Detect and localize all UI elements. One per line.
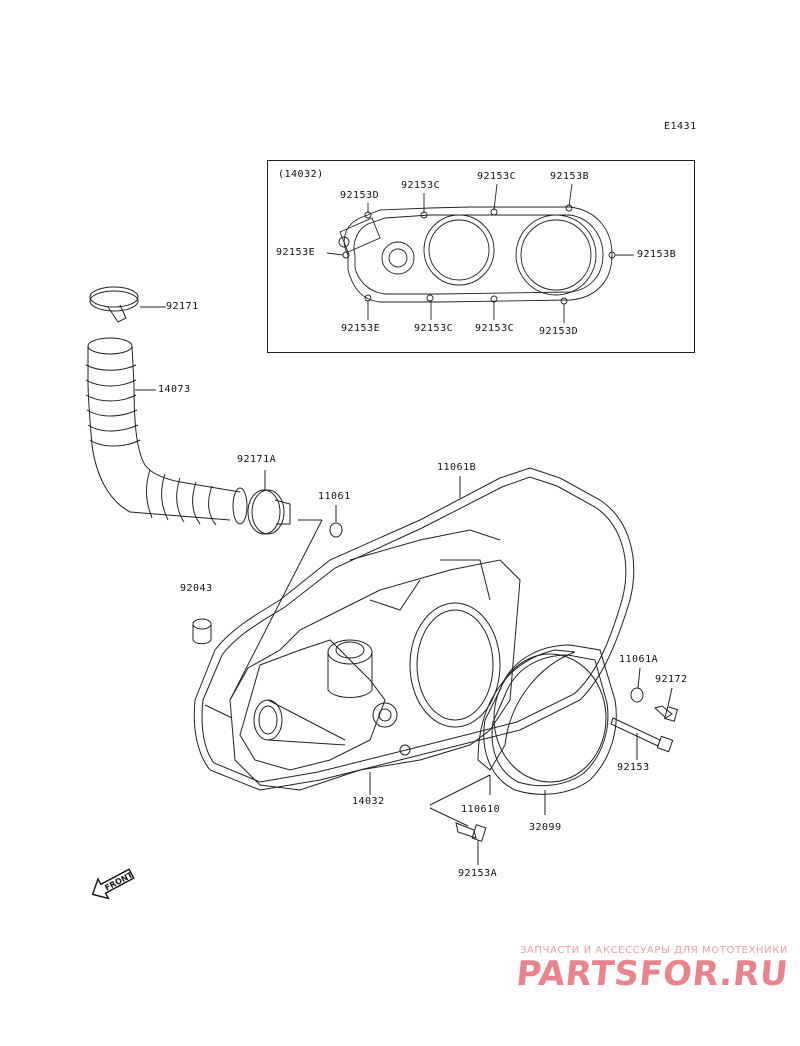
inset-label-92153c-bottom-2: 92153C <box>475 323 515 334</box>
cover-14032-drawing <box>204 529 521 795</box>
part-label-32099: 32099 <box>529 822 562 833</box>
bolt-92172-drawing <box>653 687 678 722</box>
inset-label-92153e-bottom: 92153E <box>341 323 381 334</box>
gasket-110610-drawing <box>429 649 576 806</box>
watermark: ЗАПЧАСТИ И АКСЕССУАРЫ ДЛЯ МОТОТЕХНИКИ PA… <box>488 945 791 994</box>
part-label-11061a: 11061A <box>619 654 659 665</box>
inset-label-92153c-top-2: 92153C <box>477 171 517 182</box>
part-label-92153: 92153 <box>617 762 650 773</box>
oring-11061a-drawing <box>630 667 644 703</box>
oring-11061-drawing <box>329 505 343 538</box>
part-label-92043: 92043 <box>180 583 213 594</box>
inset-cover-outline <box>326 183 634 323</box>
inset-label-92153d-bottom: 92153D <box>539 326 579 337</box>
part-label-11061: 11061 <box>318 491 351 502</box>
inset-label-92153c-top-1: 92153C <box>401 180 441 191</box>
part-label-14032: 14032 <box>352 796 385 807</box>
clamp-92171-drawing <box>89 286 166 323</box>
watermark-tagline: ЗАПЧАСТИ И АКСЕССУАРЫ ДЛЯ МОТОТЕХНИКИ <box>519 945 788 956</box>
clamp-92171a-drawing <box>247 470 291 535</box>
front-direction-arrow: FRONT <box>86 861 138 911</box>
bolt-92153a-drawing <box>429 807 487 865</box>
part-label-92171a: 92171A <box>237 454 277 465</box>
gasket-11061b-drawing <box>193 467 635 791</box>
front-label: FRONT <box>103 870 135 893</box>
part-label-92153a: 92153A <box>458 868 498 879</box>
inset-label-92153c-bottom-1: 92153C <box>414 323 454 334</box>
bolt-92153-drawing <box>610 717 674 760</box>
pin-92043-drawing <box>192 618 212 645</box>
part-label-110610: 110610 <box>461 804 501 815</box>
watermark-logo: PARTSFOR.RU <box>514 954 791 994</box>
inset-panel <box>267 160 695 353</box>
inset-label-92153e-left: 92153E <box>276 247 316 258</box>
inset-label-92153d-top: 92153D <box>340 190 380 201</box>
diagram-code: E1431 <box>664 121 697 132</box>
inset-label-92153b-right: 92153B <box>637 249 677 260</box>
inset-title: (14032) <box>278 169 324 180</box>
part-label-14073: 14073 <box>158 384 191 395</box>
part-label-92172: 92172 <box>655 674 688 685</box>
part-label-11061b: 11061B <box>437 462 477 473</box>
part-label-92171: 92171 <box>166 301 199 312</box>
inset-label-92153b-top: 92153B <box>550 171 590 182</box>
cover-32099-drawing <box>483 644 617 815</box>
hose-14073-drawing <box>85 337 248 526</box>
